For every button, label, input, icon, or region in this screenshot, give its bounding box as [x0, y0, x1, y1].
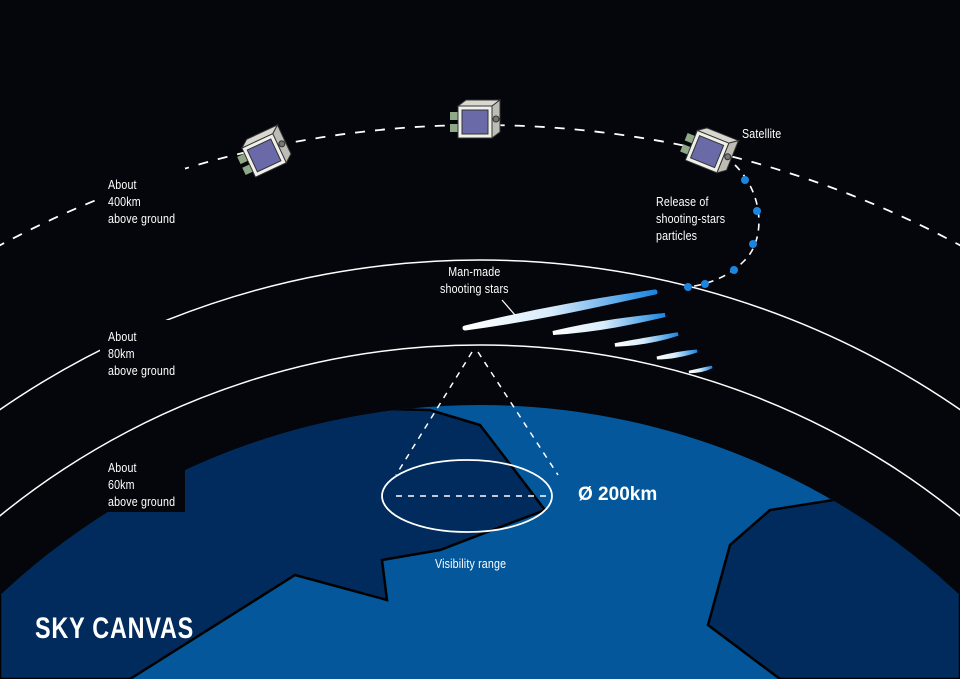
particles [684, 176, 761, 291]
label-visibility-range: Visibility range [435, 556, 507, 571]
shooting-stars [462, 289, 713, 374]
label-60km: About 60km above ground [108, 460, 176, 509]
visibility-range-ellipse [381, 459, 553, 533]
satellite-icon-3 [680, 127, 741, 174]
visibility-cone [395, 351, 559, 497]
label-satellite: Satellite [742, 126, 782, 141]
label-release: Release of shooting-stars particles [656, 194, 726, 243]
satellite-icon-1 [237, 123, 292, 178]
label-shooting-stars: Man-made shooting stars [440, 264, 509, 296]
arc-60km [0, 344, 960, 518]
label-400km: About 400km above ground [108, 177, 176, 226]
page-title: SKY CANVAS [35, 612, 195, 645]
satellite-icon-2 [450, 99, 502, 139]
label-diameter: Ø 200km [578, 484, 658, 505]
arc-80km [0, 259, 960, 411]
label-80km: About 80km above ground [108, 329, 176, 378]
